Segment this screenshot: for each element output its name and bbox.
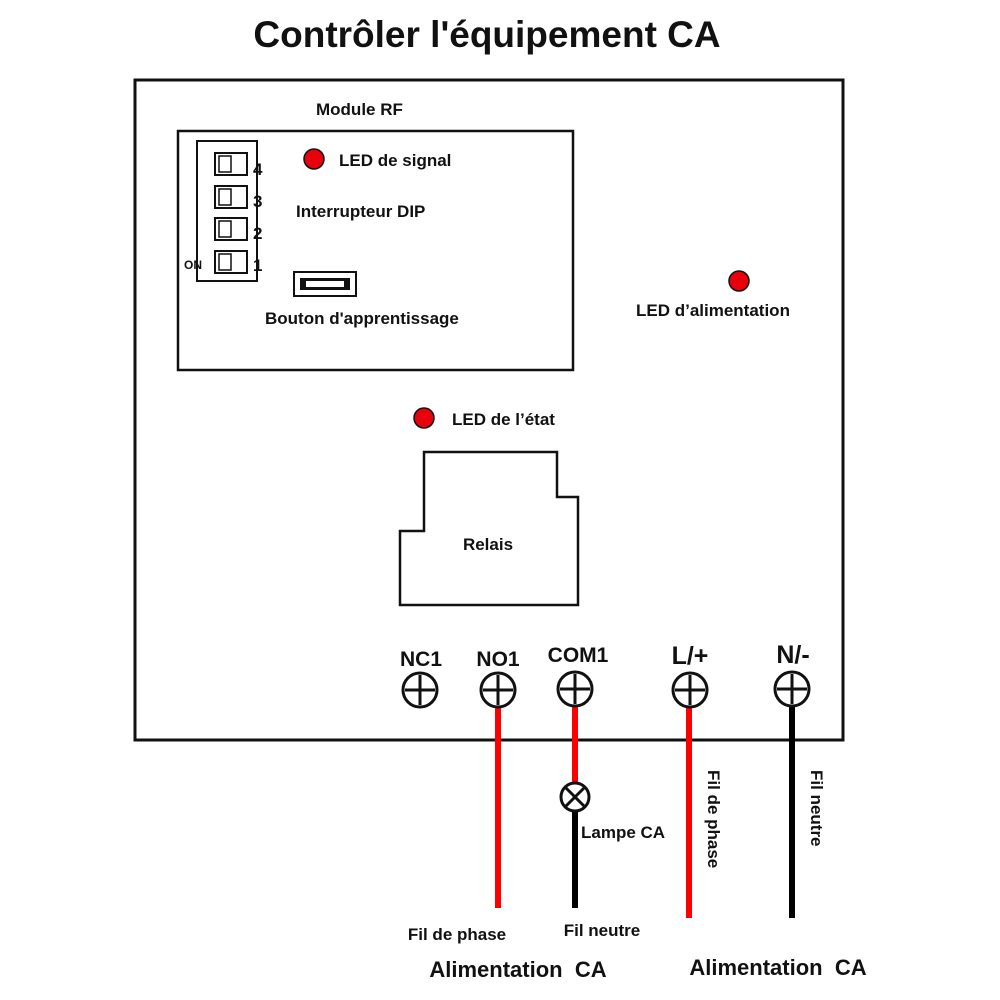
supply-label-left: Alimentation CA: [429, 957, 606, 982]
power-led: [728, 270, 750, 292]
dip-switch-2-slot: [214, 217, 248, 241]
dip-switch-3-knob: [218, 188, 232, 206]
supply-label-right: Alimentation CA: [689, 955, 866, 980]
dip-on-label: ON: [184, 258, 202, 272]
status-led-label: LED de l’état: [452, 410, 555, 429]
dip-number-3: 3: [253, 192, 262, 211]
terminal-label-n: N/-: [776, 641, 809, 669]
status-led: [413, 407, 435, 429]
terminal-screw-l[interactable]: [671, 671, 709, 709]
dip-switch-1-slot: [214, 250, 248, 274]
page-title: Contrôler l'équipement CA: [253, 14, 720, 55]
power-led-label: LED d’alimentation: [636, 301, 790, 320]
terminal-label-l: L/+: [672, 642, 709, 670]
relay-label: Relais: [463, 535, 513, 554]
dip-switch-3-slot: [214, 185, 248, 209]
n-neutral-wire-label: Fil neutre: [807, 770, 826, 847]
lamp-cross-b: [563, 785, 587, 809]
l-phase-wire-label: Fil de phase: [704, 770, 723, 868]
terminal-label-com1: COM1: [548, 644, 609, 667]
dip-switch-4[interactable]: [214, 152, 248, 176]
lamp-label: Lampe CA: [581, 823, 665, 842]
signal-led: [303, 148, 325, 170]
dip-number-1: 1: [253, 256, 262, 275]
dip-switch-1[interactable]: [214, 250, 248, 274]
dip-number-4: 4: [253, 160, 263, 179]
dip-switch-4-slot: [214, 152, 248, 176]
relay-outline: [398, 450, 580, 607]
dip-switch-2[interactable]: [214, 217, 248, 241]
rf-module-label: Module RF: [316, 100, 403, 119]
terminal-label-nc1: NC1: [400, 648, 442, 671]
lamp-neutral-wire-label: Fil neutre: [564, 921, 641, 940]
dip-switch-4-knob: [218, 155, 232, 173]
learn-button-label: Bouton d'apprentissage: [265, 309, 459, 328]
dip-switch-label: Interrupteur DIP: [296, 202, 425, 221]
terminal-screw-no1[interactable]: [479, 671, 517, 709]
terminal-screw-nc1[interactable]: [401, 671, 439, 709]
terminal-label-no1: NO1: [476, 648, 520, 671]
no1-phase-wire-label: Fil de phase: [408, 925, 506, 944]
learn-button[interactable]: [293, 271, 357, 297]
terminal-screw-com1[interactable]: [556, 670, 594, 708]
learn-button-highlight: [306, 281, 344, 287]
rf-module-box: [176, 129, 575, 372]
lamp-icon: [559, 781, 591, 813]
device-enclosure: [133, 78, 845, 742]
terminal-screw-n[interactable]: [773, 670, 811, 708]
dip-switch-2-knob: [218, 220, 232, 238]
signal-led-label: LED de signal: [339, 151, 451, 170]
dip-number-2: 2: [253, 224, 262, 243]
dip-switch-1-knob: [218, 253, 232, 271]
dip-switch-3[interactable]: [214, 185, 248, 209]
